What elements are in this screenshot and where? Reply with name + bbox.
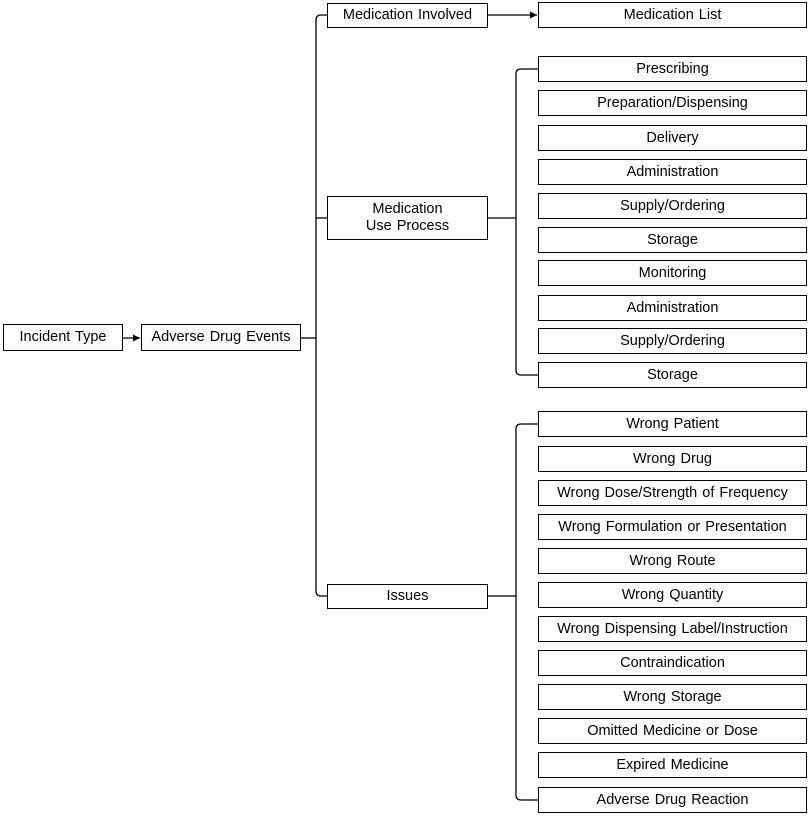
connector-category-trunk: [315, 14, 327, 597]
leaf-medication-use-process-item: Supply/Ordering: [538, 193, 807, 219]
leaf-medication-use-process-item: Monitoring: [538, 260, 807, 286]
leaf-issues-item: Expired Medicine: [538, 752, 807, 778]
leaf-issues-item: Wrong Formulation or Presentation: [538, 514, 807, 540]
leaf-medication-use-process-item: Delivery: [538, 125, 807, 151]
leaf-medication-use-process-item: Administration: [538, 295, 807, 321]
leaf-issues-item: Wrong Storage: [538, 684, 807, 710]
leaf-medication-use-process-item: Prescribing: [538, 56, 807, 82]
leaf-issues-item: Adverse Drug Reaction: [538, 787, 807, 813]
leaf-medication-use-process-item: Preparation/Dispensing: [538, 90, 807, 116]
leaf-medication-use-process-item: Storage: [538, 227, 807, 253]
category-issues: Issues: [327, 584, 488, 609]
leaf-issues-item: Wrong Patient: [538, 411, 807, 437]
leaf-issues-item: Wrong Route: [538, 548, 807, 574]
category-medication-use-process: Medication Use Process: [327, 196, 488, 240]
leaf-issues-item: Wrong Drug: [538, 446, 807, 472]
bracket-issues: [515, 423, 538, 801]
incident-type-box: Incident Type: [3, 324, 123, 351]
leaf-issues-item: Omitted Medicine or Dose: [538, 718, 807, 744]
leaf-issues-item: Wrong Dispensing Label/Instruction: [538, 616, 807, 642]
category-medication-involved: Medication Involved: [327, 3, 488, 28]
leaf-medication-involved-item: Medication List: [538, 2, 807, 28]
bracket-use-process: [515, 68, 538, 376]
leaf-issues-item: Wrong Quantity: [538, 582, 807, 608]
leaf-medication-use-process-item: Supply/Ordering: [538, 328, 807, 354]
leaf-medication-use-process-item: Administration: [538, 159, 807, 185]
adverse-drug-events-box: Adverse Drug Events: [141, 324, 301, 351]
leaf-issues-item: Contraindication: [538, 650, 807, 676]
leaf-issues-item: Wrong Dose/Strength of Frequency: [538, 480, 807, 506]
leaf-medication-use-process-item: Storage: [538, 362, 807, 388]
